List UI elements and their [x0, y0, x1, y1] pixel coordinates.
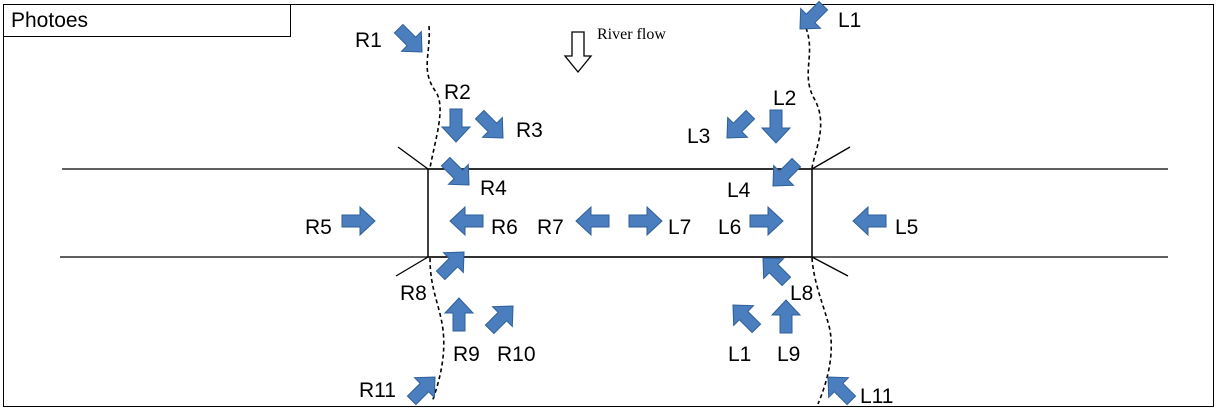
photo-direction-arrow-icon [341, 205, 376, 237]
river-flow-arrow-icon [563, 31, 593, 74]
label-l8: L8 [790, 282, 814, 305]
photo-direction-arrow-icon [762, 257, 792, 287]
river-bank-left-upper [426, 25, 441, 169]
photo-direction-arrow-icon [449, 205, 484, 237]
diagram-frame [3, 4, 1214, 407]
photo-direction-arrow-icon [440, 108, 472, 143]
river-bank-right-lower [811, 257, 833, 405]
label-r1: R1 [355, 29, 382, 52]
photo-direction-arrow-icon [726, 109, 756, 139]
diagram-title: Photoes [3, 4, 291, 37]
label-l1-top: L1 [838, 9, 862, 32]
photo-arrows-layer [341, 0, 887, 406]
photo-direction-arrow-icon [827, 376, 857, 406]
label-r4: R4 [480, 177, 507, 200]
photo-direction-arrow-icon [760, 109, 792, 144]
label-r5: R5 [305, 216, 332, 239]
photo-direction-arrow-icon [406, 376, 436, 406]
photo-direction-arrow-icon [575, 205, 610, 237]
label-r11: R11 [359, 379, 396, 402]
label-l3: L3 [687, 125, 711, 148]
photo-direction-arrow-icon [435, 251, 465, 281]
label-r6: R6 [491, 216, 518, 239]
bridge-wing-tr [811, 146, 851, 170]
label-l11: L11 [860, 385, 894, 408]
photo-direction-arrow-icon [770, 299, 802, 334]
photo-direction-arrow-icon [443, 297, 475, 332]
label-l2: L2 [773, 87, 797, 110]
photo-direction-arrow-icon [749, 205, 784, 237]
label-l7: L7 [668, 216, 692, 239]
label-r10: R10 [497, 343, 536, 366]
photo-direction-arrow-icon [484, 305, 514, 335]
bridge-wing-bl [395, 256, 429, 277]
photo-direction-arrow-icon [799, 0, 829, 30]
bridge-wing-br [811, 256, 849, 277]
photo-direction-arrow-icon [474, 109, 504, 139]
photo-direction-arrow-icon [732, 304, 762, 334]
label-r3: R3 [516, 119, 543, 142]
photo-direction-arrow-icon [772, 157, 802, 187]
photo-direction-arrow-icon [440, 156, 470, 186]
photo-direction-arrow-icon [393, 23, 423, 53]
label-l1-bottom: L1 [728, 343, 752, 366]
label-r8: R8 [400, 282, 427, 305]
bridge-wing-tl [397, 146, 429, 170]
label-l4: L4 [727, 179, 751, 202]
label-r7: R7 [537, 216, 564, 239]
label-r9: R9 [453, 343, 480, 366]
bridge-deck [427, 168, 813, 258]
river-bank-left-lower [429, 257, 445, 403]
label-r2: R2 [444, 81, 471, 104]
river-flow-label: River flow [597, 26, 666, 43]
label-l5: L5 [895, 216, 919, 239]
photo-direction-arrow-icon [628, 205, 663, 237]
label-l9: L9 [777, 343, 801, 366]
photo-direction-arrow-icon [852, 205, 887, 237]
label-l6: L6 [718, 216, 742, 239]
river-bank-right-upper [805, 27, 822, 169]
